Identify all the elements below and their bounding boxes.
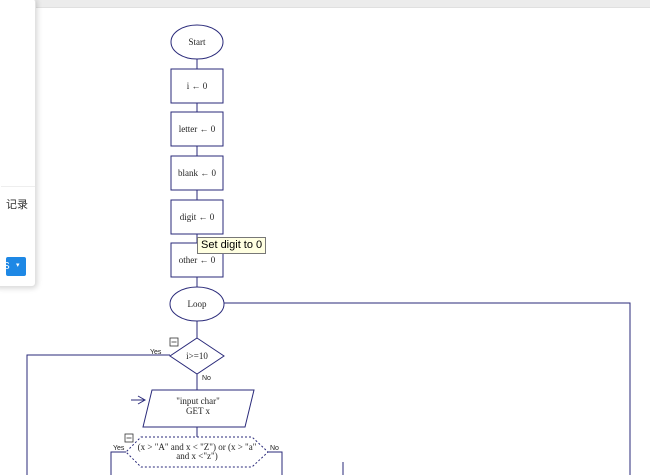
exit-yes-edge <box>26 354 170 475</box>
cond2-no-edge <box>268 451 283 475</box>
save-icon: S <box>3 261 10 272</box>
process-label: letter ← 0 <box>179 124 216 134</box>
input-label-2: GET x <box>186 406 211 416</box>
start-node[interactable] <box>170 24 224 60</box>
no-label: No <box>202 375 211 382</box>
start-label: Start <box>189 37 206 47</box>
save-dropdown-button[interactable]: S ▾ <box>3 257 26 276</box>
chevron-down-icon: ▾ <box>16 262 20 269</box>
loop-back-edge <box>224 302 631 475</box>
window-top-bar <box>0 0 650 8</box>
yes-label: Yes <box>150 349 162 356</box>
yes-label: Yes <box>113 445 125 452</box>
tooltip: Set digit to 0 <box>197 237 267 254</box>
no-label: No <box>270 445 279 452</box>
decision-node[interactable] <box>169 337 225 375</box>
loop-node[interactable] <box>169 286 225 322</box>
side-panel <box>0 0 36 287</box>
process-label: i ← 0 <box>187 81 208 91</box>
input-label-1: "input char" <box>176 396 220 406</box>
process-label: blank ← 0 <box>178 168 216 178</box>
input-node[interactable] <box>142 389 255 428</box>
process-init-blank[interactable] <box>170 155 224 191</box>
chevron-down-icon[interactable]: ▾ <box>21 198 26 207</box>
decision-label: i>=10 <box>186 351 208 361</box>
decision-label: (x > "A" and x < "Z") or (x > "a" <box>138 442 257 452</box>
process-init-letter[interactable] <box>170 111 224 147</box>
cond2-yes-edge <box>110 451 126 475</box>
process-init-i[interactable] <box>170 68 224 104</box>
panel-divider <box>1 186 35 187</box>
arrow-head <box>137 395 147 405</box>
decision-node-2[interactable] <box>125 436 269 468</box>
process-init-digit[interactable] <box>170 199 224 235</box>
loop-label: Loop <box>188 299 207 309</box>
decision-label: and x <"z") <box>176 451 217 461</box>
history-menu[interactable]: 记录 <box>6 198 28 211</box>
process-label: digit ← 0 <box>180 212 215 222</box>
process-label: other ← 0 <box>179 255 216 265</box>
